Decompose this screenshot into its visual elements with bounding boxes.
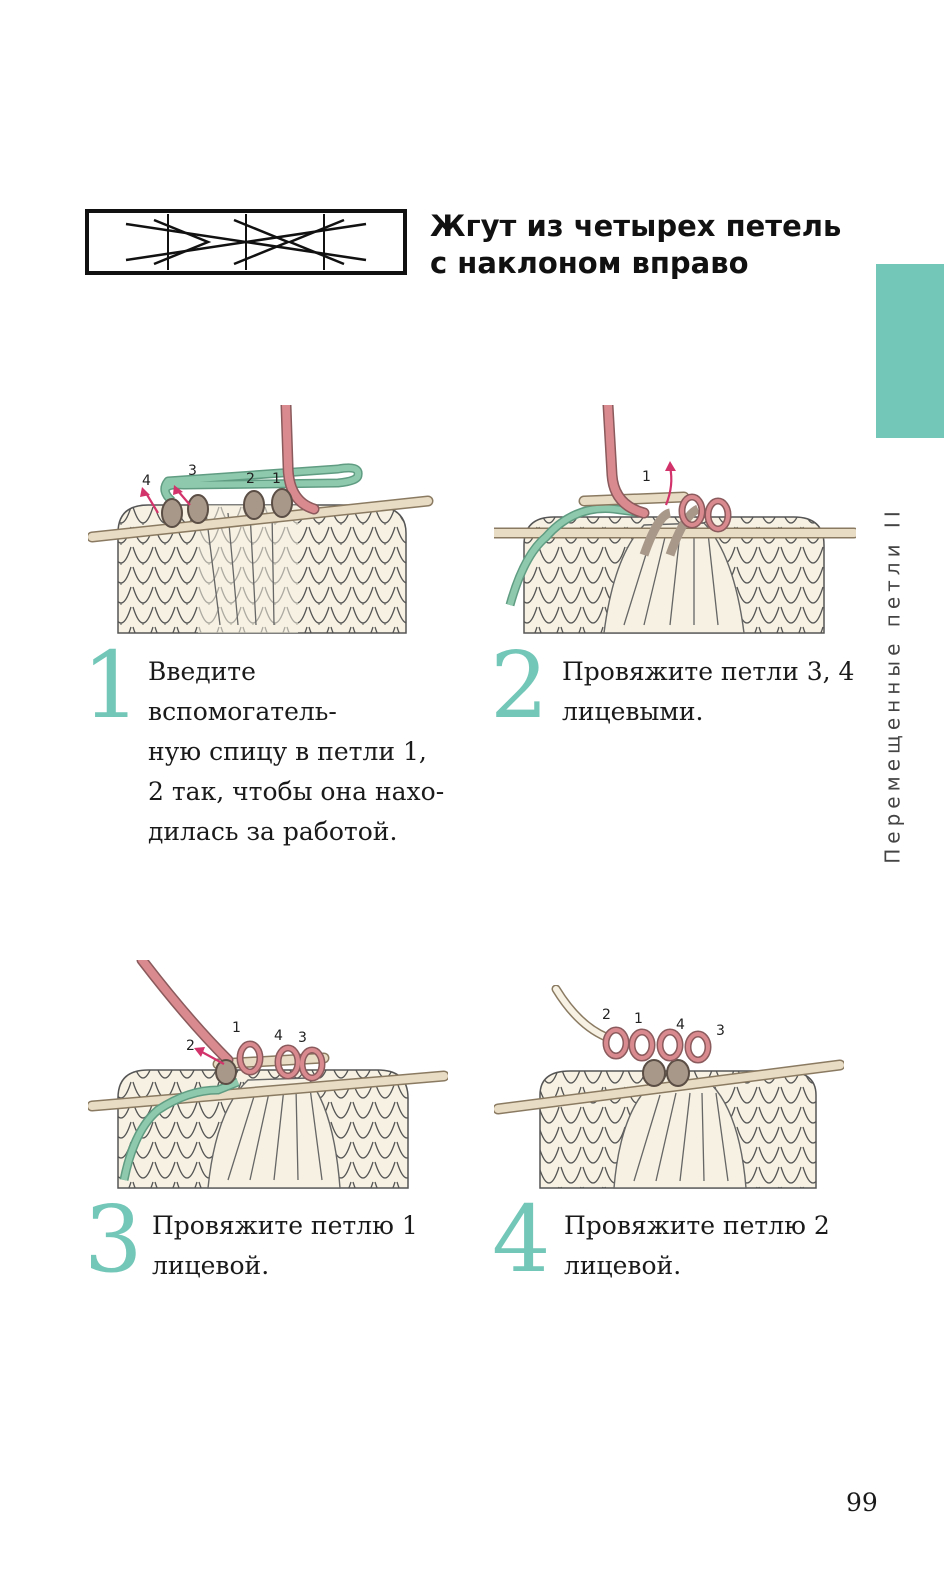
loop-label: 1 [272,471,281,487]
step-2-line: лицевыми. [562,697,704,726]
loop-label: 1 [642,469,651,485]
page-number: 99 [846,1488,878,1517]
step-2-text: Провяжите петли 3, 4 лицевыми. [562,652,862,732]
loop-label: 2 [602,1007,611,1023]
step-3-number: 3 [84,1186,143,1293]
loop-label: 1 [634,1011,643,1027]
loop-label: 3 [188,463,197,479]
step-1-text: Введите вспомогатель- ную спицу в петли … [148,652,448,852]
step-1-line: 2 так, чтобы она нахо- [148,777,445,806]
step-2-line: Провяжите петли 3, 4 [562,657,855,686]
section-label: Перемещенные петли II [870,506,916,863]
loop-label: 4 [676,1017,685,1033]
loop-label: 3 [716,1023,725,1039]
section-tab [876,264,944,438]
step-4-text: Провяжите петлю 2 лицевой. [564,1206,864,1286]
loop-label: 1 [232,1020,241,1036]
step-2-illustration: 1 [494,405,856,634]
title-line-1: Жгут из четырех петель [430,209,842,243]
step-2-number: 2 [490,632,549,739]
step-4-line: Провяжите петлю 2 [564,1211,830,1240]
step-4-illustration: 2 1 4 3 [494,985,844,1189]
step-1-number: 1 [82,632,141,739]
step-1-line: ную спицу в петли 1, [148,737,427,766]
title-line-2: с наклоном вправо [430,246,749,280]
step-3-text: Провяжите петлю 1 лицевой. [152,1206,452,1286]
step-3-illustration: 1 4 3 2 [88,960,448,1189]
step-1-line: Введите вспомогатель- [148,657,337,726]
loop-label: 2 [246,471,255,487]
step-4-number: 4 [492,1186,551,1293]
loop-label: 3 [298,1030,307,1046]
section-label-text: Перемещенные петли II [881,506,906,864]
step-3-line: лицевой. [152,1251,270,1280]
loop-label: 2 [186,1038,195,1054]
loop-label: 4 [142,473,151,489]
step-3-line: Провяжите петлю 1 [152,1211,418,1240]
cable-chart-symbol [85,209,407,275]
loop-label: 4 [274,1028,283,1044]
page-title: Жгут из четырех петель с наклоном вправо [430,208,850,282]
step-1-line: дилась за работой. [148,817,398,846]
step-1-illustration: 4 3 2 1 [88,405,434,634]
step-4-line: лицевой. [564,1251,682,1280]
